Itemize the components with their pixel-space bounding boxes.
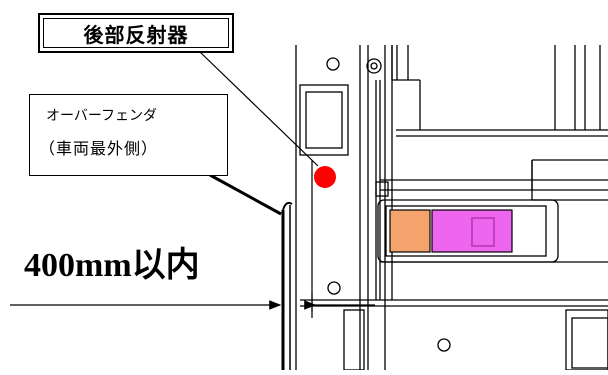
title-box: 後部反射器: [38, 13, 234, 53]
fender-label-line1: オーバーフェンダ: [46, 108, 158, 124]
distance-label: 400mm以内: [24, 247, 200, 284]
reflector-dot: [314, 166, 336, 188]
fender-label-line2: （車両最外側）: [39, 139, 159, 158]
title-label: 後部反射器: [83, 22, 189, 47]
vehicle-structure: [295, 45, 608, 371]
leader-lines: [199, 51, 319, 216]
title-box-inner: 後部反射器: [43, 18, 229, 48]
orange-lamp: [389, 209, 431, 253]
magenta-lamp-inner: [471, 217, 495, 247]
over-fender: [281, 160, 313, 370]
fender-callout-box: オーバーフェンダ （車両最外側）: [29, 94, 228, 176]
title-leader-line: [199, 51, 319, 167]
rear-lamp-cluster: [389, 209, 513, 253]
dimension-indicator: [10, 293, 375, 318]
fender-leader-line: [209, 173, 282, 216]
